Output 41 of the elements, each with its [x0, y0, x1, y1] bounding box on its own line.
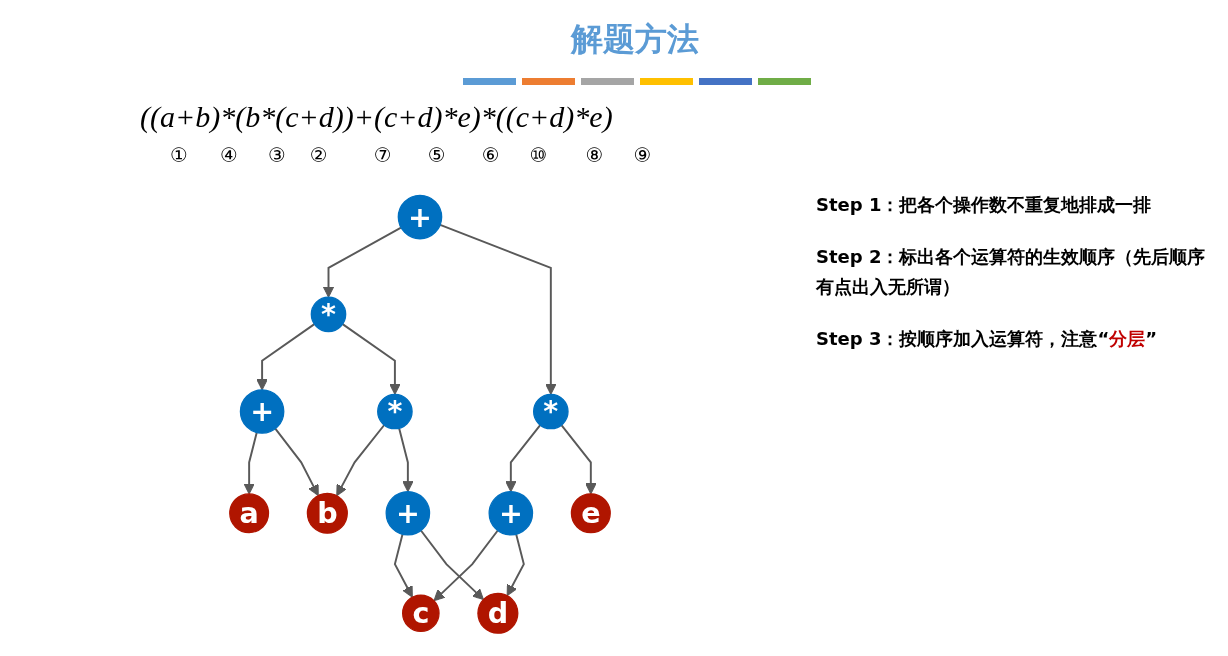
- step-text: Step 2：标出各个运算符的生效顺序（先后顺序有点出入无所谓）: [816, 245, 1206, 299]
- node-circle: c: [402, 594, 440, 633]
- node-circle: a: [229, 493, 270, 534]
- arrow: [393, 533, 413, 598]
- arrow: [506, 533, 525, 597]
- order-number: ⑨: [633, 143, 652, 167]
- node-circle: +: [397, 194, 443, 240]
- order-number: ④: [219, 143, 238, 167]
- node-circle: +: [239, 389, 285, 434]
- node-circle: *: [377, 393, 413, 430]
- title: 解题方法: [569, 19, 700, 60]
- order-number: ⑦: [373, 143, 392, 167]
- arrow: [341, 323, 401, 395]
- step-text: Step 3：按顺序加入运算符，注意“分层”: [816, 327, 1159, 351]
- arrow: [322, 226, 402, 298]
- arrow: [420, 529, 484, 600]
- arrow: [243, 431, 258, 495]
- arrow: [336, 424, 386, 497]
- node-circle: b: [306, 492, 348, 534]
- order-number: ①: [170, 143, 188, 167]
- arrow: [505, 424, 542, 493]
- arrow: [398, 427, 414, 493]
- node-circle: *: [533, 393, 569, 430]
- arrow: [433, 529, 499, 602]
- formula: ((a+b)*(b*(c+d))+(c+d)*e)*((c+d)*e): [140, 100, 613, 134]
- step-text: Step 1：把各个操作数不重复地排成一排: [816, 193, 1153, 217]
- order-number: ⑧: [585, 143, 604, 167]
- arrow: [274, 427, 319, 497]
- order-number: ⑤: [427, 143, 446, 167]
- order-number: ⑥: [481, 143, 500, 167]
- arrow: [256, 323, 316, 391]
- node-circle: *: [310, 296, 347, 333]
- node-circle: +: [488, 490, 534, 536]
- order-number: ②: [309, 143, 328, 167]
- arrow: [439, 223, 557, 395]
- node-circle: e: [570, 493, 611, 534]
- arrow: [560, 424, 597, 495]
- node-circle: d: [477, 592, 519, 634]
- order-number: ⑩: [529, 143, 548, 167]
- order-number: ③: [267, 143, 286, 167]
- node-circle: +: [385, 490, 431, 536]
